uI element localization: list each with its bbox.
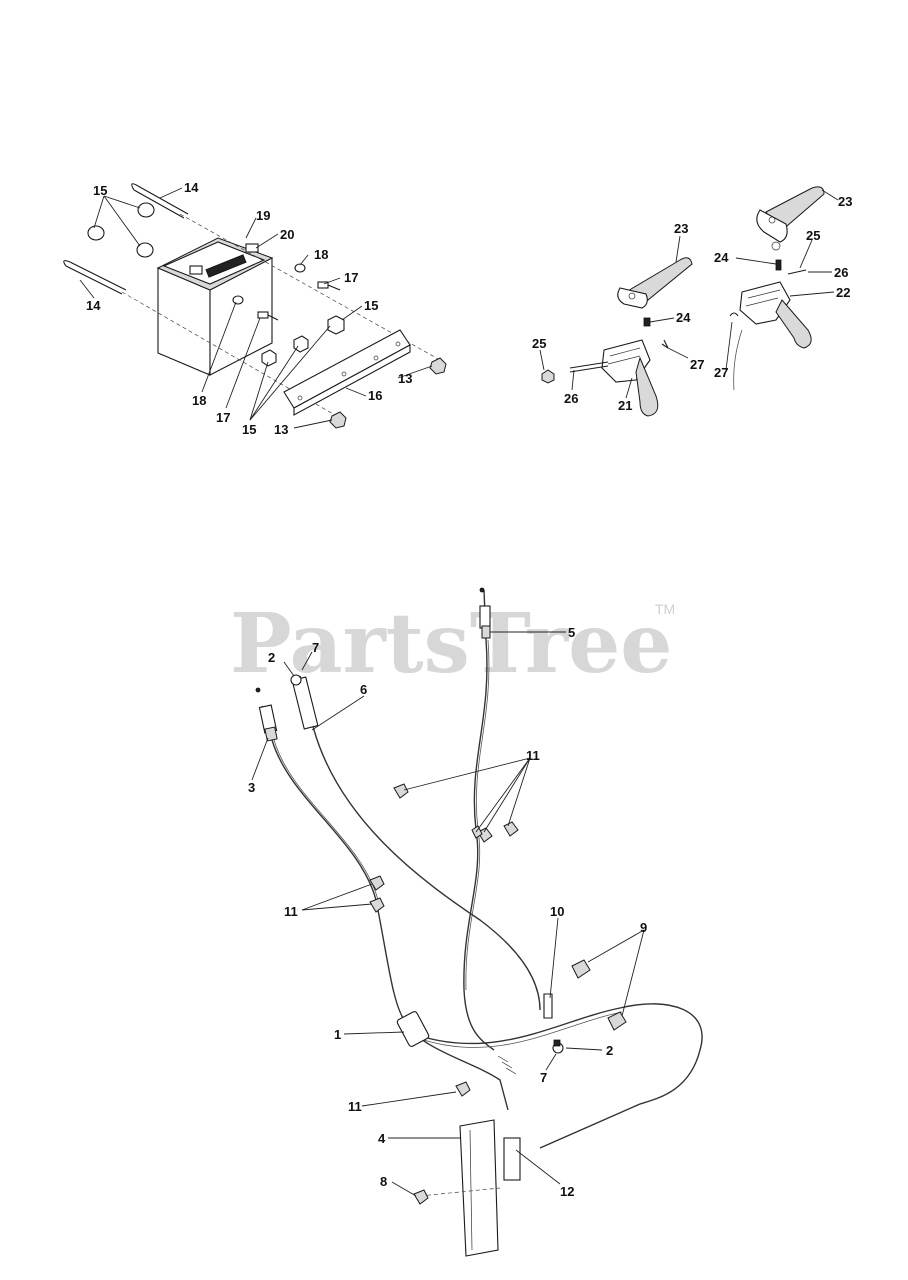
part-label-24: 24 (676, 310, 691, 325)
part-label-17: 17 (216, 410, 230, 425)
part-label-11: 11 (284, 904, 298, 919)
hex-nut (261, 315, 447, 429)
part-label-27: 27 (714, 365, 728, 380)
part-label-18: 18 (192, 393, 206, 408)
cable-clip (369, 783, 519, 1097)
hold-down-rod (131, 183, 189, 219)
bolt (257, 281, 341, 321)
part-label-23: 23 (674, 221, 688, 236)
part-label-13: 13 (274, 422, 288, 437)
part-label-22: 22 (836, 285, 850, 300)
part-label-15: 15 (364, 298, 378, 313)
washer (232, 263, 306, 305)
part-label-18: 18 (314, 247, 328, 262)
part-label-6: 6 (360, 682, 367, 697)
part-label-23: 23 (838, 194, 852, 209)
battery-bracket (283, 329, 411, 416)
part-label-25: 25 (806, 228, 820, 243)
watermark-tm: TM (655, 601, 675, 617)
part-label-2: 2 (606, 1043, 613, 1058)
part-label-9: 9 (640, 920, 647, 935)
part-label-14: 14 (184, 180, 199, 195)
part-label-19: 19 (256, 208, 270, 223)
part-label-13: 13 (398, 371, 412, 386)
part-label-17: 17 (344, 270, 358, 285)
part-label-7: 7 (540, 1070, 547, 1085)
part-label-11: 11 (348, 1099, 362, 1114)
part-label-20: 20 (280, 227, 294, 242)
part-label-10: 10 (550, 904, 564, 919)
lever-assembly-left (539, 235, 693, 417)
part-label-1: 1 (334, 1027, 341, 1042)
part-label-26: 26 (834, 265, 848, 280)
part-label-7: 7 (312, 640, 319, 655)
part-label-25: 25 (532, 336, 546, 351)
part-label-15: 15 (93, 183, 107, 198)
cable-assembly (251, 587, 703, 1257)
part-label-12: 12 (560, 1184, 574, 1199)
part-label-11: 11 (526, 748, 540, 763)
watermark-text: PartsTree (230, 596, 672, 692)
part-label-24: 24 (714, 250, 729, 265)
part-label-27: 27 (690, 357, 704, 372)
rubber-cap (87, 202, 155, 258)
battery (156, 237, 274, 376)
part-label-3: 3 (248, 780, 255, 795)
part-label-21: 21 (618, 398, 632, 413)
part-label-15: 15 (242, 422, 256, 437)
battery-assembly (63, 183, 447, 429)
lever-assembly-right (725, 186, 839, 391)
part-label-16: 16 (368, 388, 382, 403)
part-label-4: 4 (378, 1131, 386, 1146)
part-label-5: 5 (568, 625, 575, 640)
part-label-2: 2 (268, 650, 275, 665)
part-label-14: 14 (86, 298, 101, 313)
hold-down-rod-lower (63, 260, 127, 295)
part-label-8: 8 (380, 1174, 387, 1189)
part-label-26: 26 (564, 391, 578, 406)
